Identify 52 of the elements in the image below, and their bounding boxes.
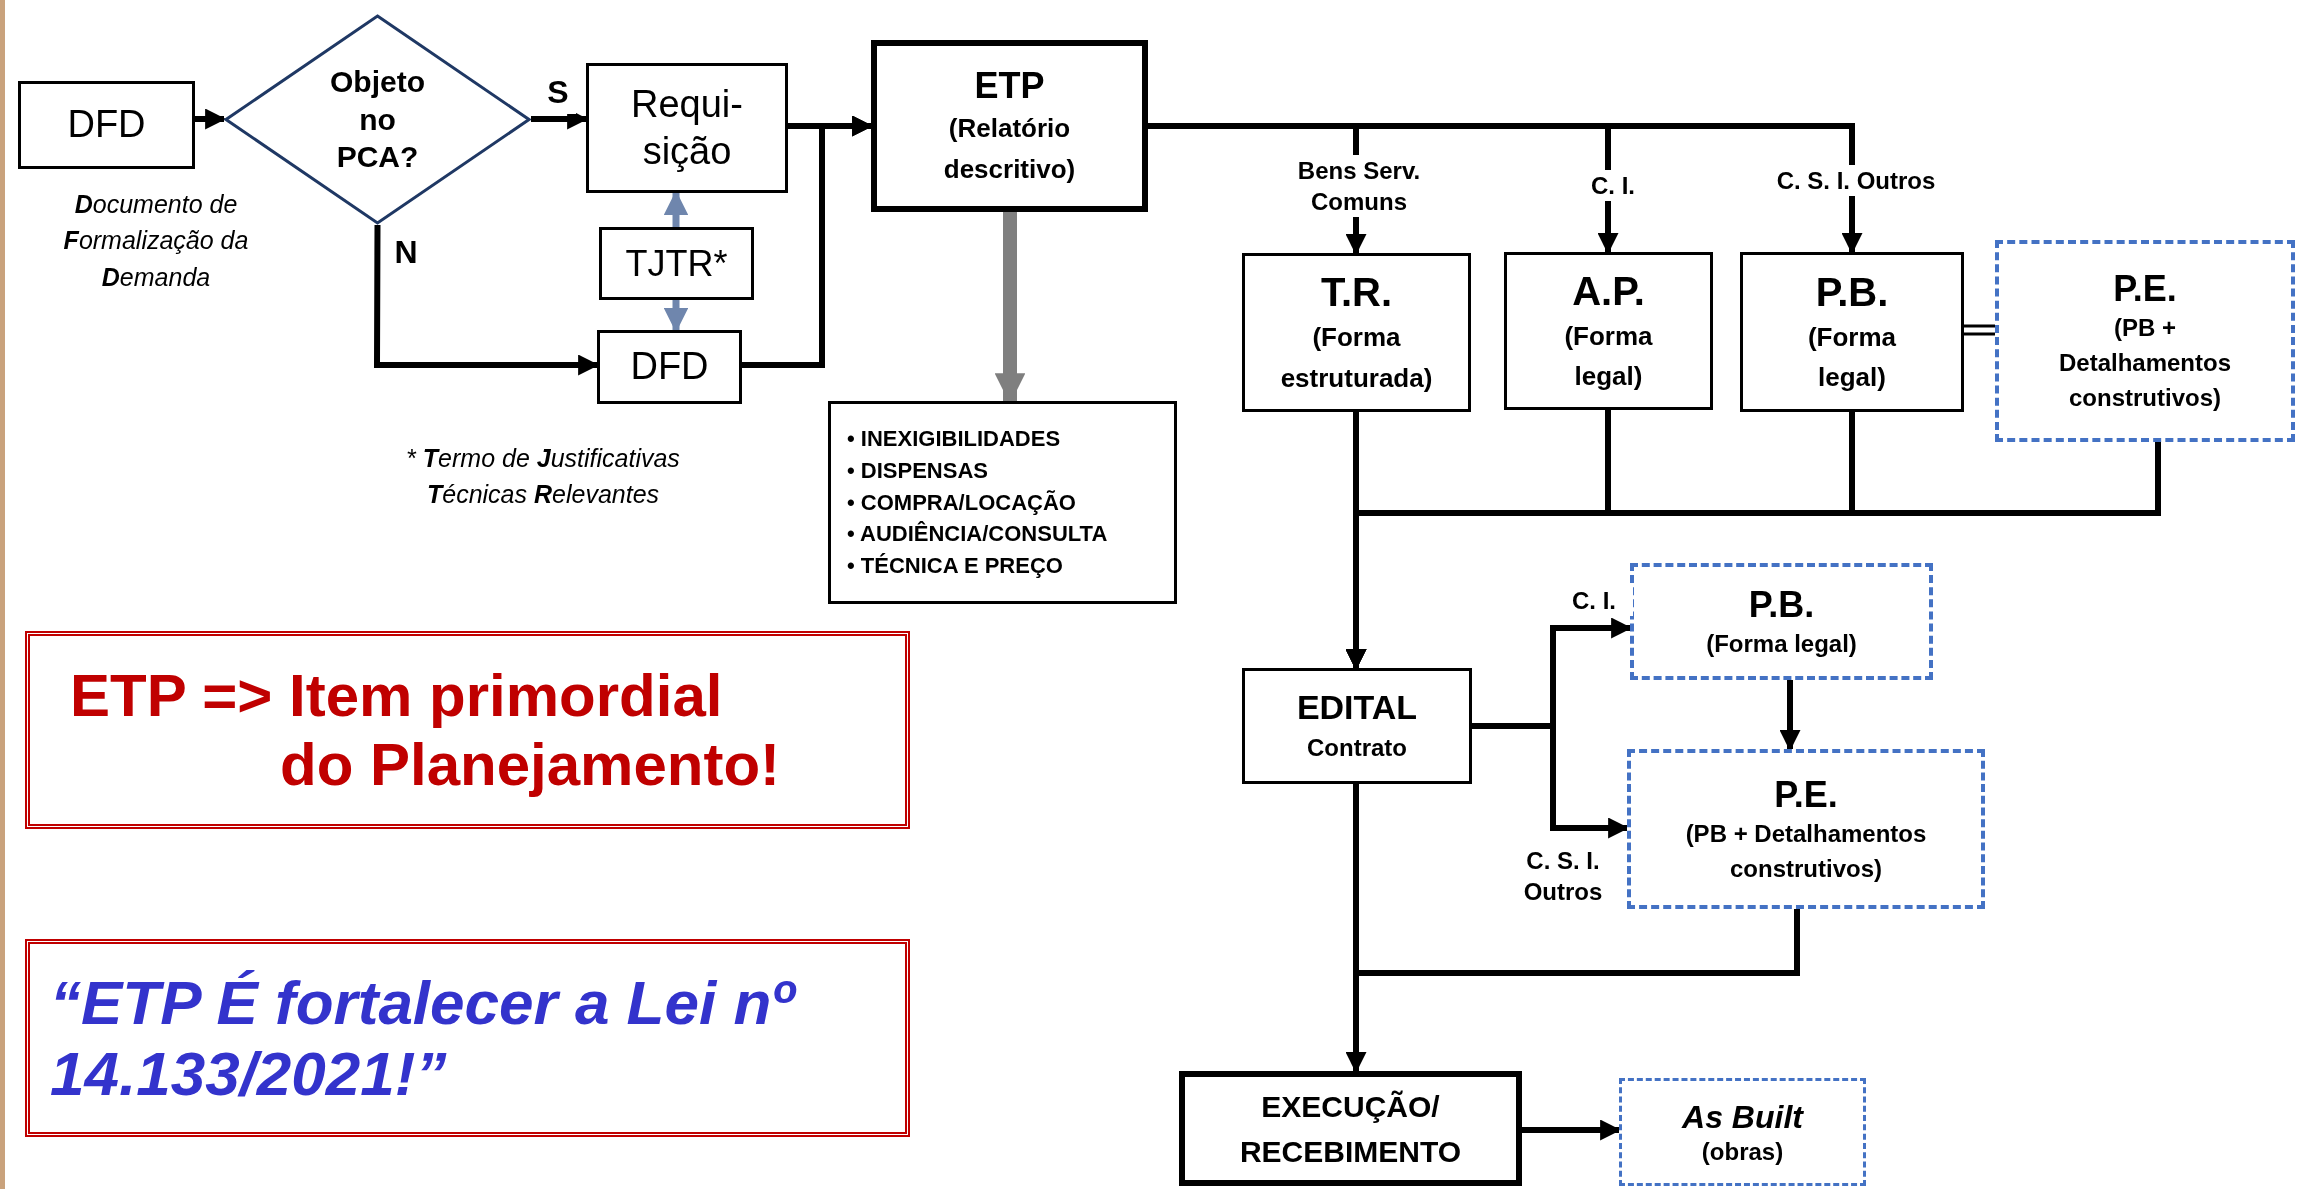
optional-box: [1995, 240, 2295, 442]
optional-box: [1630, 563, 1933, 680]
node-title: TJTR*: [625, 242, 728, 286]
list-box: [828, 401, 1177, 604]
process-box: [597, 330, 742, 404]
node-title: EXECUÇÃO/ RECEBIMENTO: [1238, 1088, 1463, 1170]
node-title: P.B.: [1815, 268, 1889, 316]
process-box: [599, 227, 754, 300]
quote-box: [25, 939, 910, 1137]
node-subtitle: (Relatório descritivo): [942, 112, 1077, 186]
node-title: T.R.: [1320, 269, 1393, 317]
node-title: EDITAL: [1296, 687, 1418, 729]
node-subtitle: (PB + Detalhamentos construtivos): [1684, 818, 1928, 884]
process-box: [871, 40, 1148, 212]
node-subtitle: (Forma legal): [1705, 628, 1858, 659]
node-title: As Built: [1682, 1098, 1803, 1137]
list-item: • DISPENSAS: [847, 456, 988, 485]
node-subtitle: Contrato: [1306, 732, 1408, 763]
process-box: [586, 63, 788, 193]
node-subtitle: (PB + Detalhamentos construtivos): [2057, 313, 2232, 413]
node-subtitle: (Forma legal): [1806, 320, 1898, 394]
process-box: [1740, 252, 1964, 412]
node-title: P.E.: [2113, 267, 2177, 312]
arrow: [1779, 680, 1801, 752]
process-box: [1179, 1071, 1522, 1186]
callout-text: ETP => Item primordial do Planejamento!: [69, 661, 782, 799]
quote-text: “ETP É fortalecer a Lei nº 14.133/2021!”: [50, 966, 870, 1110]
node-title: A.P.: [1572, 267, 1645, 315]
connector-line: [1962, 324, 1997, 336]
process-box: [1504, 252, 1713, 410]
list-item: • TÉCNICA E PREÇO: [847, 552, 1063, 581]
node-title: Objeto no PCA?: [329, 64, 426, 176]
node-subtitle: (Forma legal): [1563, 319, 1654, 393]
optional-box: [1627, 749, 1985, 909]
optional-box: [1619, 1078, 1866, 1186]
list-item: • COMPRA/LOCAÇÃO: [847, 488, 1076, 517]
arrow: [195, 108, 227, 130]
node-title: DFD: [630, 344, 709, 390]
node-title: P.B.: [1748, 582, 1815, 627]
list-item: • INEXIGIBILIDADES: [847, 424, 1061, 453]
arrow: [1472, 723, 1630, 839]
list-item: • AUDIÊNCIA/CONSULTA: [847, 520, 1108, 549]
process-box: [1242, 253, 1471, 412]
node-title: DFD: [67, 102, 146, 148]
process-box: [1242, 668, 1472, 784]
node-title: ETP: [974, 64, 1045, 109]
node-title: Requi- sição: [630, 81, 744, 174]
node-subtitle: (Forma estruturada): [1279, 321, 1434, 395]
node-subtitle: (obras): [1701, 1137, 1784, 1167]
callout-box: [25, 631, 910, 829]
node-title: P.E.: [1774, 772, 1838, 817]
process-box: [18, 81, 195, 169]
